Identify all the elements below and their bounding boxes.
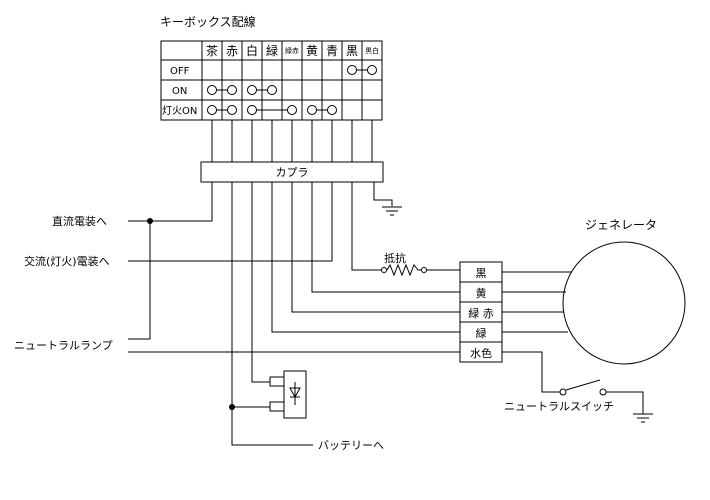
dc-wire: 直流電装へ [52, 182, 213, 340]
gen-wire-yellow: 黄 [476, 286, 487, 300]
gen-wire-green-red: 緑 赤 [468, 306, 494, 320]
col-black: 黒 [346, 44, 358, 58]
col-green-red: 緑赤 [285, 46, 299, 55]
battery-label: バッテリーへ [318, 439, 384, 452]
key-box-wiring-title: キーボックス配線 [160, 14, 256, 29]
gen-wire-green: 緑 [476, 326, 487, 340]
generator-wires [502, 271, 572, 333]
green-wire [271, 182, 460, 333]
row-on: ON [172, 86, 187, 97]
regulator [229, 182, 307, 419]
generator-connector: 黒 黄 緑 赤 緑 水色 [459, 261, 503, 363]
col-black-white: 黒白 [365, 46, 379, 55]
col-red: 赤 [226, 44, 238, 58]
ac-label: 交流(灯火)電装へ [24, 254, 110, 268]
coupler: カプラ [200, 161, 384, 183]
col-brown: 茶 [206, 43, 218, 58]
row-light-on: 灯火ON [162, 105, 197, 117]
neutral-switch: ニュートラルスイッチ [502, 351, 653, 423]
battery-wire: バッテリーへ [231, 407, 384, 452]
neutral-lamp-label: ニュートラルランプ [14, 339, 113, 352]
yellow-wire [311, 182, 460, 293]
black-wire: 抵抗 [351, 182, 460, 277]
col-green: 緑 [266, 43, 278, 58]
col-blue: 青 [326, 44, 338, 58]
generator-label: ジェネレータ [585, 218, 657, 232]
table-to-coupler-wires [211, 120, 373, 162]
resistor-label: 抵抗 [384, 251, 406, 265]
row-off: OFF [170, 66, 190, 77]
key-box-table: 茶 赤 白 緑 緑赤 黄 青 黒 黒白 OFF ON 灯火ON [160, 40, 383, 121]
connection-off [347, 65, 377, 75]
coupler-ground [373, 182, 402, 216]
col-white: 白 [246, 43, 258, 58]
gen-wire-black: 黒 [476, 267, 487, 280]
green-red-wire [291, 182, 460, 313]
generator: ジェネレータ [562, 218, 686, 365]
coupler-label: カプラ [276, 166, 309, 179]
gen-wire-light-blue: 水色 [470, 346, 492, 360]
ac-wire: 交流(灯火)電装へ [24, 182, 333, 268]
dc-label: 直流電装へ [52, 214, 107, 228]
neutral-switch-label: ニュートラルスイッチ [504, 400, 614, 413]
col-yellow: 黄 [306, 44, 318, 58]
connection-light-on [207, 105, 337, 115]
connection-on [207, 85, 277, 95]
